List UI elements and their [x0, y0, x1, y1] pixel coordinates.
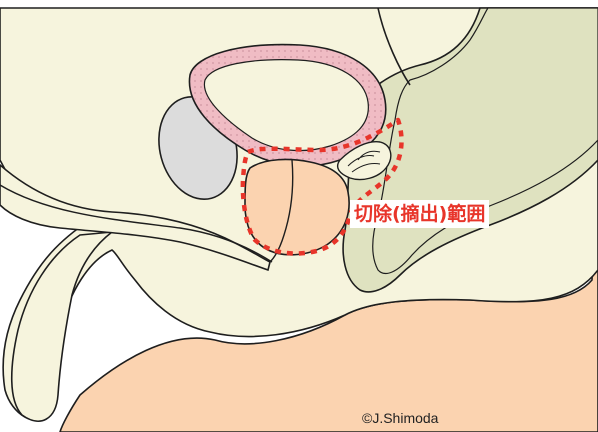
excision-range-label: 切除(摘出)範囲 [350, 200, 489, 228]
copyright-text: ©J.Shimoda [362, 410, 438, 426]
